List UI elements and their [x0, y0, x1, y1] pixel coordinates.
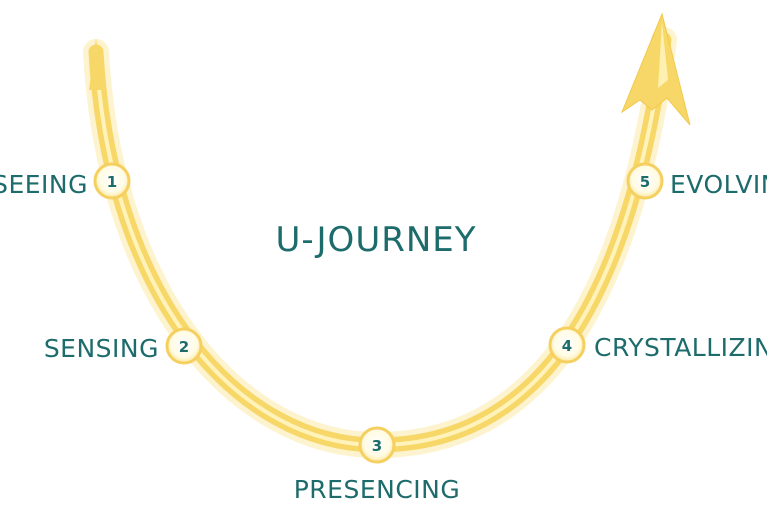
stage-2: 2 SENSING	[44, 327, 203, 365]
stage-1-label: SEEING	[0, 170, 88, 199]
stage-1-node	[93, 162, 131, 200]
stage-5-number: 5	[640, 173, 650, 191]
diagram-title: U-JOURNEY	[275, 220, 476, 260]
stage-1: 1 SEEING	[0, 162, 131, 200]
arrowhead-highlight	[658, 22, 668, 88]
stage-4-label: CRYSTALLIZING	[594, 333, 767, 362]
stage-2-node	[165, 327, 203, 365]
stage-5-node	[626, 162, 664, 200]
stage-1-number: 1	[107, 173, 117, 191]
arrowhead-icon	[620, 12, 691, 126]
stage-2-number: 2	[179, 338, 189, 356]
left-arc-tip	[89, 38, 103, 90]
stage-5-label: EVOLVING	[670, 170, 767, 199]
stage-4-number: 4	[562, 337, 572, 355]
stage-3-label: PRESENCING	[294, 475, 461, 504]
stage-3: 3 PRESENCING	[294, 426, 461, 504]
stage-3-number: 3	[372, 437, 382, 455]
stage-4: 4 CRYSTALLIZING	[548, 326, 767, 364]
stage-2-label: SENSING	[44, 334, 159, 363]
stage-4-node	[548, 326, 586, 364]
stage-3-node	[358, 426, 396, 464]
stage-5: 5 EVOLVING	[626, 162, 767, 200]
